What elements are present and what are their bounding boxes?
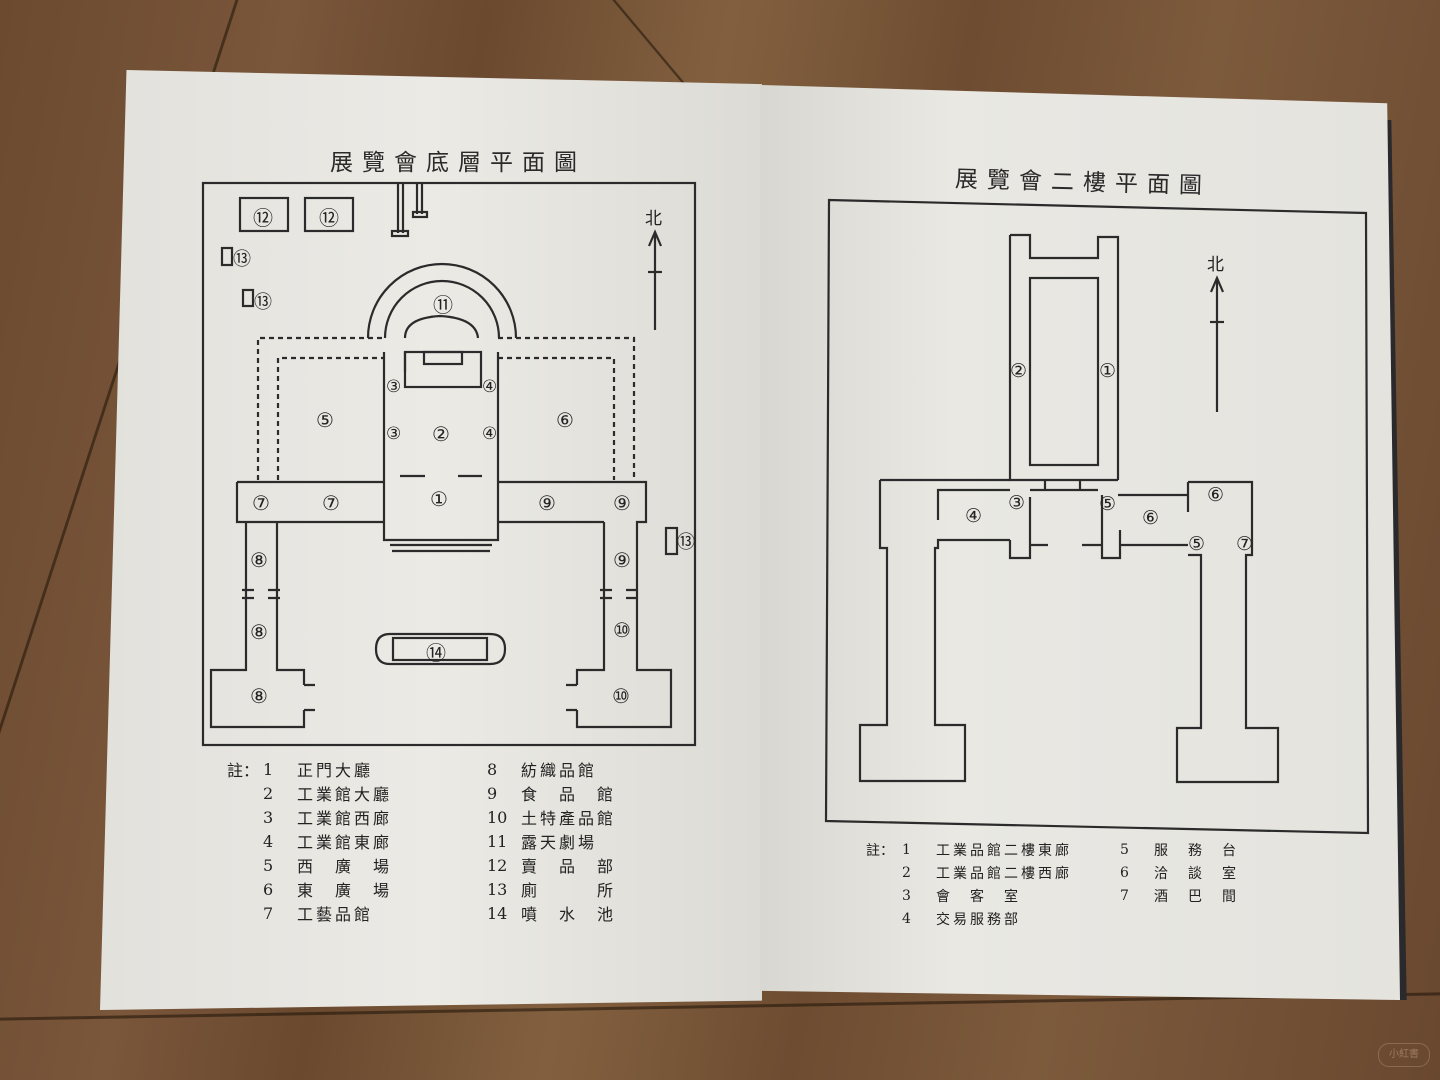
legend-name: 露天劇場	[521, 833, 598, 852]
room-label-3: ③	[386, 424, 402, 444]
legend-num: 6	[263, 879, 274, 899]
legend-name: 土特產品館	[521, 809, 617, 828]
legend-num: 13	[487, 879, 508, 899]
plan-border	[201, 181, 697, 747]
legend-num: 5	[1120, 841, 1129, 858]
legend-num: 11	[487, 831, 508, 851]
plan-border	[824, 198, 1370, 835]
legend-num: 12	[487, 855, 508, 875]
left-legend-col2: 8 紡織品館 9 食 品 館 10 土特產品館 11 露天劇場 12 賣 品 部 13 廁 …	[487, 757, 616, 925]
room-label-13: ⑬	[233, 249, 251, 270]
legend-note-label: 註：	[227, 761, 260, 780]
legend-name: 工業館西廊	[297, 809, 393, 828]
legend-name: 廁 所	[521, 881, 617, 900]
room-label-7: ⑦	[252, 491, 270, 515]
legend-name: 酒 巴 間	[1154, 888, 1239, 905]
room-label-9: ⑨	[613, 548, 631, 572]
legend-num: 3	[902, 887, 911, 904]
watermark-logo: 小紅書	[1378, 1043, 1430, 1067]
legend-name: 噴 水 池	[521, 905, 617, 924]
north-label: 北	[645, 209, 662, 229]
room-label-10: ⑩	[613, 618, 631, 642]
legend-name: 賣 品 部	[521, 857, 617, 876]
legend-num: 2	[263, 783, 274, 803]
room-label-5: ⑤	[316, 408, 334, 432]
table-plank-seam	[612, 0, 691, 90]
legend-num: 9	[487, 783, 498, 803]
room-label-6: ⑥	[1207, 484, 1225, 506]
room-label-8: ⑧	[250, 620, 268, 644]
room-label-10: ⑩	[612, 684, 630, 708]
legend-name: 食 品 館	[521, 785, 617, 804]
legend-num: 1	[263, 759, 274, 779]
legend-name: 紡織品館	[521, 761, 598, 780]
room-label-4: ④	[482, 424, 498, 444]
legend-num: 7	[1120, 887, 1129, 904]
room-label-12: ⑫	[319, 206, 339, 230]
legend-num: 8	[487, 759, 498, 779]
left-page-title: 展覽會底層平面圖	[330, 150, 586, 176]
room-label-12: ⑫	[253, 206, 273, 230]
room-label-13: ⑬	[254, 292, 272, 313]
legend-num: 5	[263, 855, 274, 875]
right-page	[760, 85, 1400, 1000]
room-label-9: ⑨	[613, 491, 631, 515]
legend-note-label: 註：	[866, 842, 894, 859]
legend-name: 工業品館二樓東廊	[936, 842, 1072, 859]
legend-num: 7	[263, 903, 274, 923]
legend-num: 6	[1120, 864, 1129, 881]
legend-name: 會 客 室	[936, 888, 1021, 905]
room-label-2: ②	[432, 422, 450, 446]
room-label-14: ⑭	[426, 641, 446, 665]
room-label-9: ⑨	[538, 491, 556, 515]
legend-num: 4	[263, 831, 274, 851]
room-label-4: ④	[965, 505, 983, 527]
right-legend-col2: 5 服 務 台 6 洽 談 室 7 酒 巴 間	[1120, 838, 1239, 907]
legend-name: 工業品館二樓西廊	[936, 865, 1072, 882]
north-label: 北	[1207, 255, 1224, 275]
legend-name: 服 務 台	[1154, 842, 1239, 859]
legend-name: 工藝品館	[297, 905, 374, 924]
legend-name: 洽 談 室	[1154, 865, 1239, 882]
room-label-3: ③	[1008, 492, 1026, 514]
room-label-1: ①	[430, 487, 448, 511]
room-label-11: ⑪	[433, 293, 453, 317]
legend-name: 工業館大廳	[297, 785, 393, 804]
legend-num: 10	[487, 807, 508, 827]
room-label-6: ⑥	[556, 408, 574, 432]
legend-num: 4	[902, 910, 911, 927]
second-floor-plan	[824, 198, 1370, 835]
room-label-8: ⑧	[250, 684, 268, 708]
room-label-6: ⑥	[1142, 507, 1160, 529]
right-legend-col1: 註： 1 工業品館二樓東廊 2 工業品館二樓西廊 3 會 客 室 4 交易服務部	[866, 838, 1072, 930]
room-label-1: ①	[1099, 360, 1117, 382]
legend-name: 交易服務部	[936, 911, 1021, 928]
legend-num: 1	[902, 841, 911, 858]
legend-name: 西 廣 場	[297, 857, 393, 876]
legend-num: 14	[487, 903, 508, 923]
legend-name: 正門大廳	[297, 761, 374, 780]
legend-num: 2	[902, 864, 911, 881]
room-label-5: ⑤	[1188, 533, 1206, 555]
room-label-4: ④	[482, 377, 498, 397]
legend-name: 東 廣 場	[297, 881, 393, 900]
room-label-2: ②	[1010, 360, 1028, 382]
room-label-3: ③	[386, 377, 402, 397]
legend-name: 工業館東廊	[297, 833, 393, 852]
room-label-8: ⑧	[250, 548, 268, 572]
room-label-7: ⑦	[322, 491, 340, 515]
room-label-7: ⑦	[1236, 533, 1254, 555]
left-legend-col1: 註：1 正門大廳 2 工業館大廳 3 工業館西廊 4 工業館東廊 5 西 廣 場 6 東 廣…	[227, 757, 392, 925]
room-label-13: ⑬	[677, 532, 695, 553]
room-label-5: ⑤	[1099, 493, 1117, 515]
ground-floor-plan	[201, 181, 697, 747]
legend-num: 3	[263, 807, 274, 827]
